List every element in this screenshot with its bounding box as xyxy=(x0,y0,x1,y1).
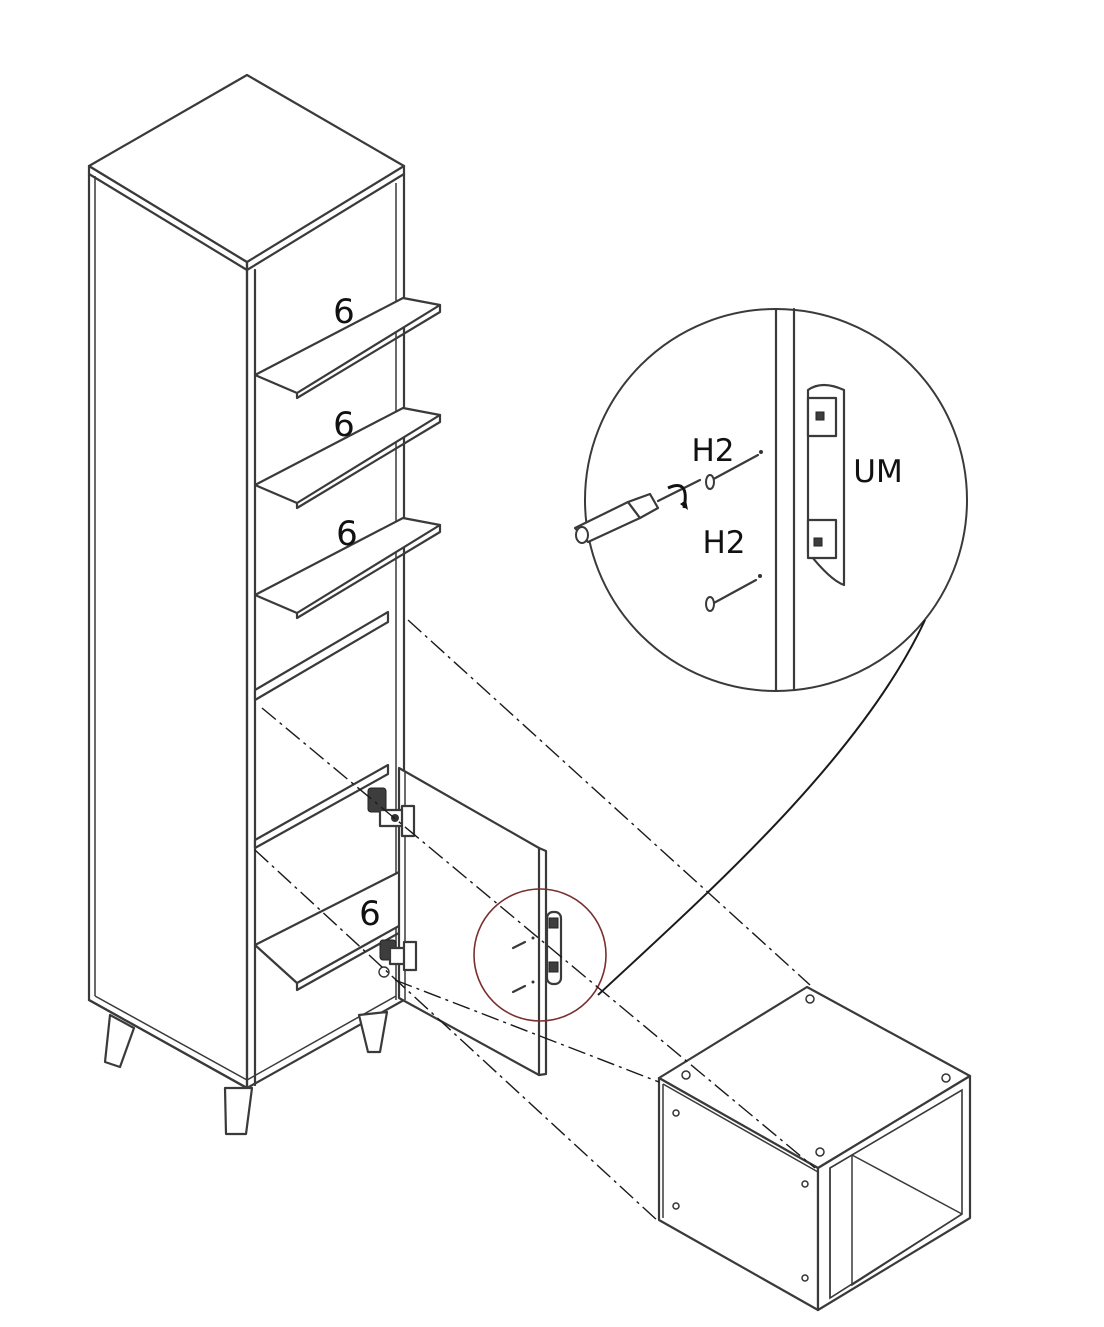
shelf-1 xyxy=(253,296,442,400)
cabinet: 6 6 6 6 xyxy=(87,73,442,1136)
handle-icon xyxy=(806,383,846,587)
detail-highlight-circle xyxy=(473,888,607,1022)
cabinet-legs xyxy=(103,1010,389,1136)
screw-label-bottom: H2 xyxy=(702,525,745,561)
screw-icon xyxy=(511,936,535,994)
shelf-label-3: 6 xyxy=(336,514,358,554)
box-dowels xyxy=(672,994,951,1282)
shelf-3 xyxy=(253,516,442,620)
screwdriver-icon xyxy=(573,478,702,544)
detail-connector xyxy=(597,619,926,996)
shelf-label-2: 6 xyxy=(333,405,355,445)
detail-view: UM H2 H2 xyxy=(573,307,968,692)
hinge-icon xyxy=(367,787,418,978)
shelf-2 xyxy=(253,406,442,510)
projection-lines xyxy=(254,619,816,1223)
door-handle-icon xyxy=(545,910,563,986)
middle-shelf xyxy=(253,610,390,702)
cabinet-door xyxy=(397,766,563,1077)
cabinet-left-side xyxy=(87,164,249,1090)
screw-label-top: H2 xyxy=(691,433,734,469)
handle-label: UM xyxy=(853,454,902,490)
screw-top-icon xyxy=(705,450,763,490)
screw-bottom-icon xyxy=(705,574,762,612)
shelf-label-4: 6 xyxy=(359,894,381,934)
shelf-label-1: 6 xyxy=(333,292,355,332)
box-module xyxy=(657,985,972,1312)
